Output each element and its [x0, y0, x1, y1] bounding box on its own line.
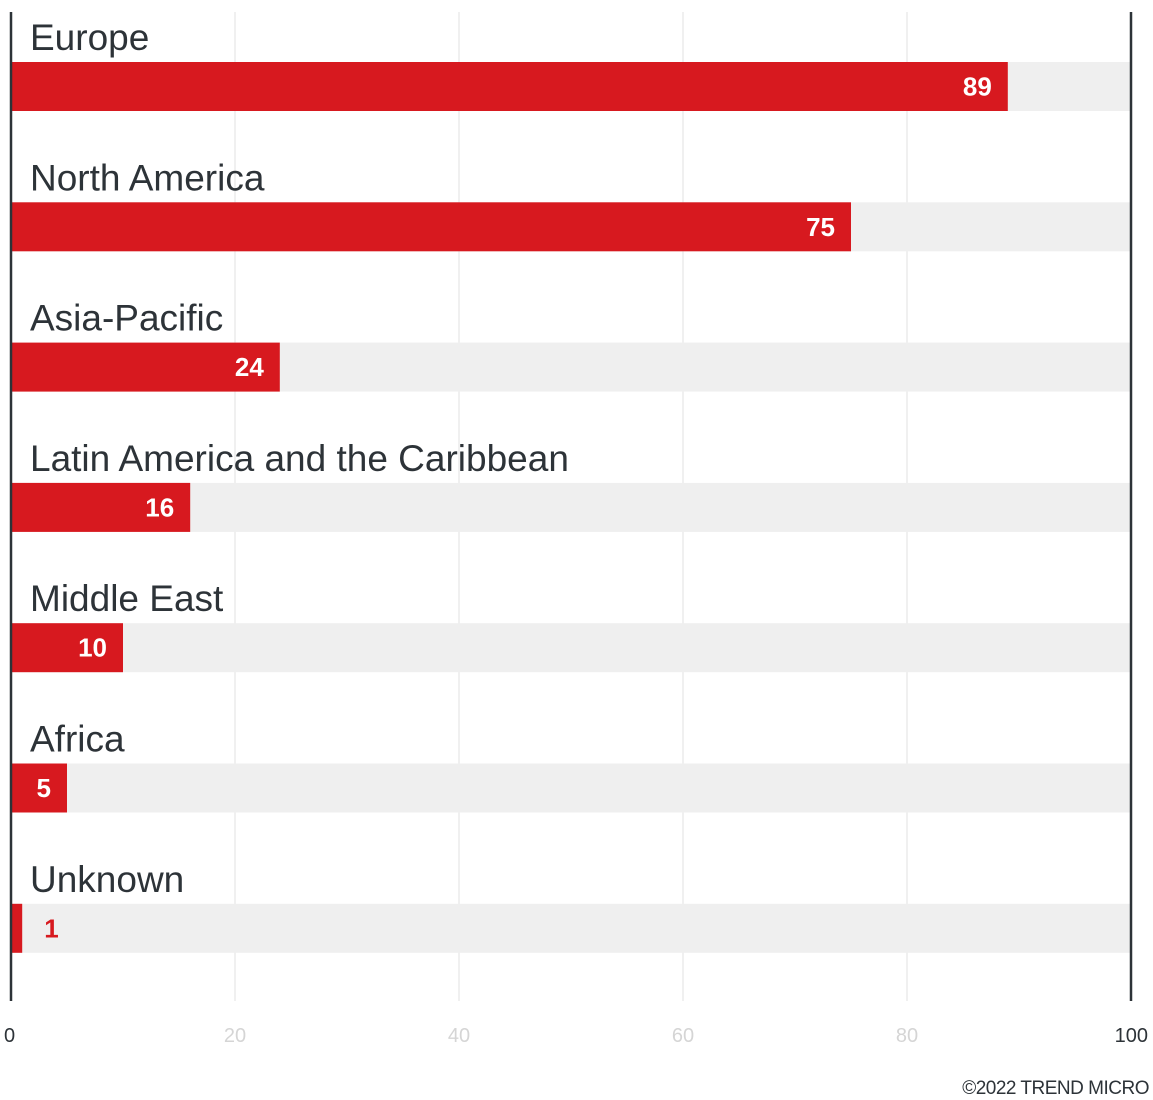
bar — [11, 482, 191, 532]
value-label: 75 — [806, 212, 835, 242]
value-label: 89 — [963, 72, 992, 102]
value-label: 10 — [78, 633, 107, 663]
x-tick-label: 20 — [224, 1025, 246, 1047]
category-label: Africa — [30, 719, 125, 760]
bar — [11, 342, 280, 392]
value-label: 24 — [235, 352, 264, 382]
x-tick-label: 100 — [1115, 1025, 1148, 1047]
category-label: Middle East — [30, 578, 224, 619]
x-tick-label: 60 — [672, 1025, 694, 1047]
bars — [11, 62, 1008, 953]
bar — [11, 903, 23, 953]
bar-track — [11, 903, 1131, 953]
x-tick-label: 40 — [448, 1025, 470, 1047]
x-tick-label: 0 — [4, 1025, 15, 1047]
bar-track — [11, 763, 1131, 813]
bar-track — [11, 482, 1131, 532]
value-label: 1 — [44, 913, 58, 943]
category-label: Latin America and the Caribbean — [30, 438, 569, 479]
bar — [11, 62, 1008, 111]
x-tick-label: 80 — [896, 1025, 918, 1047]
copyright-footer: ©2022 TREND MICRO — [962, 1078, 1149, 1099]
value-label: 16 — [145, 492, 174, 522]
category-label: Unknown — [30, 859, 184, 900]
bar-track — [11, 623, 1131, 673]
x-axis-ticks: 0 20 40 60 80 100 — [4, 1025, 1148, 1047]
category-label: Europe — [30, 17, 149, 58]
bar — [11, 623, 123, 673]
category-label: North America — [30, 157, 265, 198]
bar — [11, 763, 67, 813]
value-label: 5 — [37, 773, 51, 803]
category-label: Asia-Pacific — [30, 298, 223, 339]
axes — [9, 12, 1133, 1001]
bar — [11, 202, 851, 252]
